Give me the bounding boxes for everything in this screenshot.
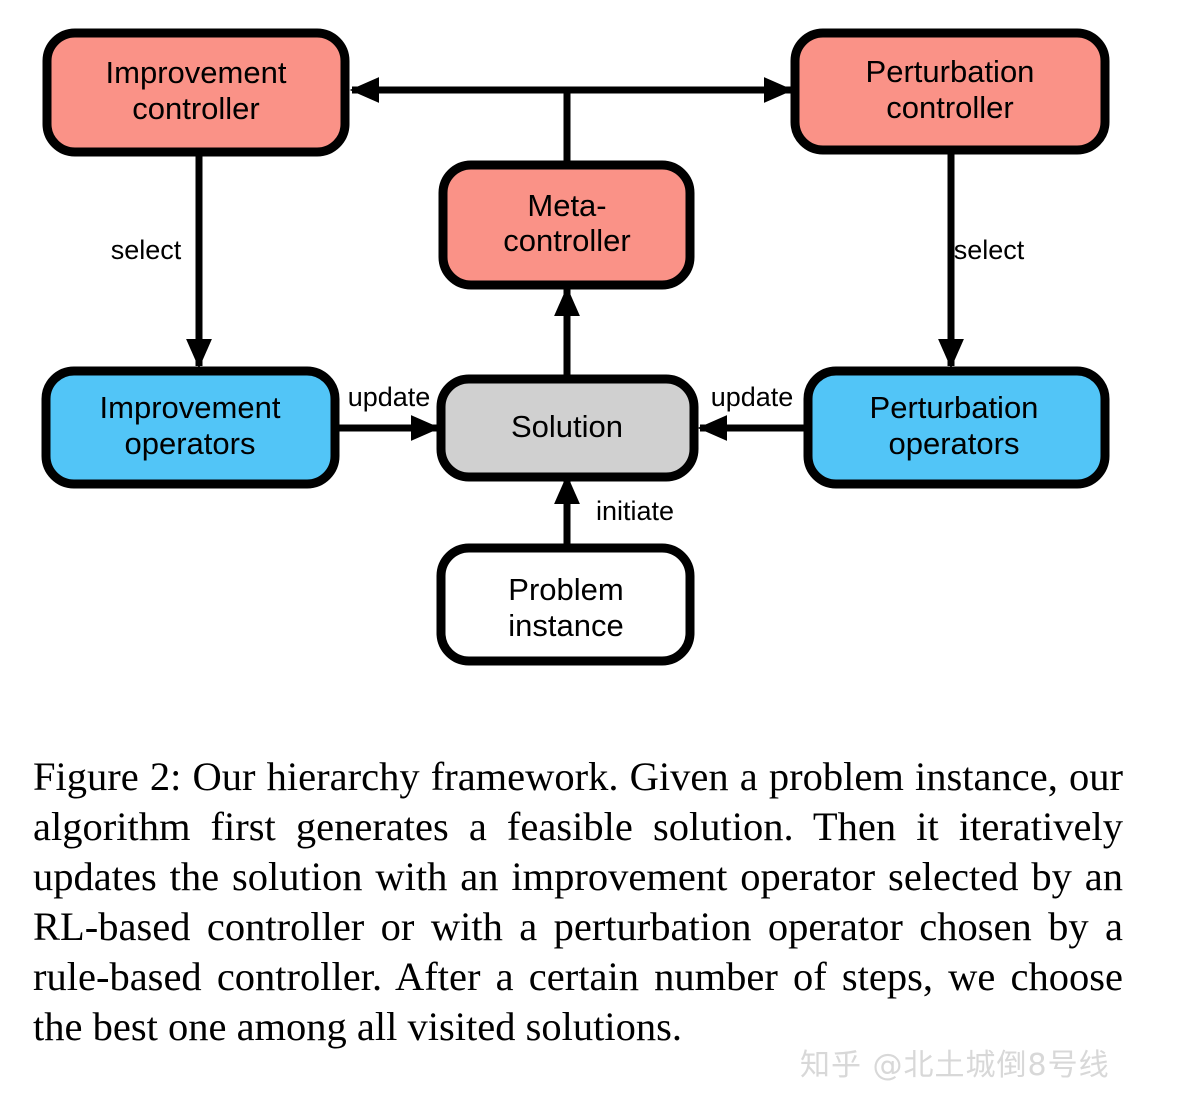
watermark-text: 知乎 @北土城倒8号线 <box>800 1048 1110 1083</box>
perturbation-controller-box <box>790 28 1110 155</box>
figure-caption: Figure 2: Our hierarchy framework. Given… <box>33 754 1123 1049</box>
edge-label-select-right: select <box>954 235 1025 265</box>
improvement-controller-box <box>42 28 350 157</box>
perturbation-controller-label-line1: Perturbation <box>866 54 1035 89</box>
perturbation-operators-box <box>803 366 1110 489</box>
improvement-controller-label-line2: controller <box>132 91 260 126</box>
meta-controller-box <box>438 160 695 290</box>
problem-instance-box <box>436 543 695 666</box>
hierarchy-framework-svg: Improvement controller Perturbation cont… <box>41 28 1110 666</box>
problem-instance-label-line1: Problem <box>508 572 623 607</box>
improvement-controller-label-line1: Improvement <box>106 55 287 90</box>
problem-instance-label-line2: instance <box>508 608 623 643</box>
meta-controller-label-line1: Meta- <box>527 188 606 223</box>
solution-box <box>436 374 699 482</box>
node-meta-controller[interactable]: Meta- controller <box>438 160 695 290</box>
edge-label-initiate: initiate <box>596 496 674 526</box>
edge-label-select-left: select <box>111 235 182 265</box>
figure-diagram: Improvement controller Perturbation cont… <box>41 28 1110 666</box>
improvement-operators-box <box>41 366 340 489</box>
node-improvement-controller[interactable]: Improvement controller <box>42 28 350 157</box>
node-problem-instance[interactable]: Problem instance <box>436 543 695 666</box>
improvement-operators-label-line1: Improvement <box>100 390 281 425</box>
edge-label-update-right: update <box>711 382 794 412</box>
meta-controller-label-line2: controller <box>503 223 631 258</box>
improvement-operators-label-line2: operators <box>125 426 256 461</box>
node-improvement-operators[interactable]: Improvement operators <box>41 366 340 489</box>
node-perturbation-controller[interactable]: Perturbation controller <box>790 28 1110 155</box>
perturbation-operators-label-line1: Perturbation <box>870 390 1039 425</box>
node-solution[interactable]: Solution <box>436 374 699 482</box>
edge-label-update-left: update <box>348 382 431 412</box>
perturbation-controller-label-line2: controller <box>886 90 1014 125</box>
solution-label: Solution <box>511 409 623 444</box>
node-perturbation-operators[interactable]: Perturbation operators <box>803 366 1110 489</box>
perturbation-operators-label-line2: operators <box>889 426 1020 461</box>
